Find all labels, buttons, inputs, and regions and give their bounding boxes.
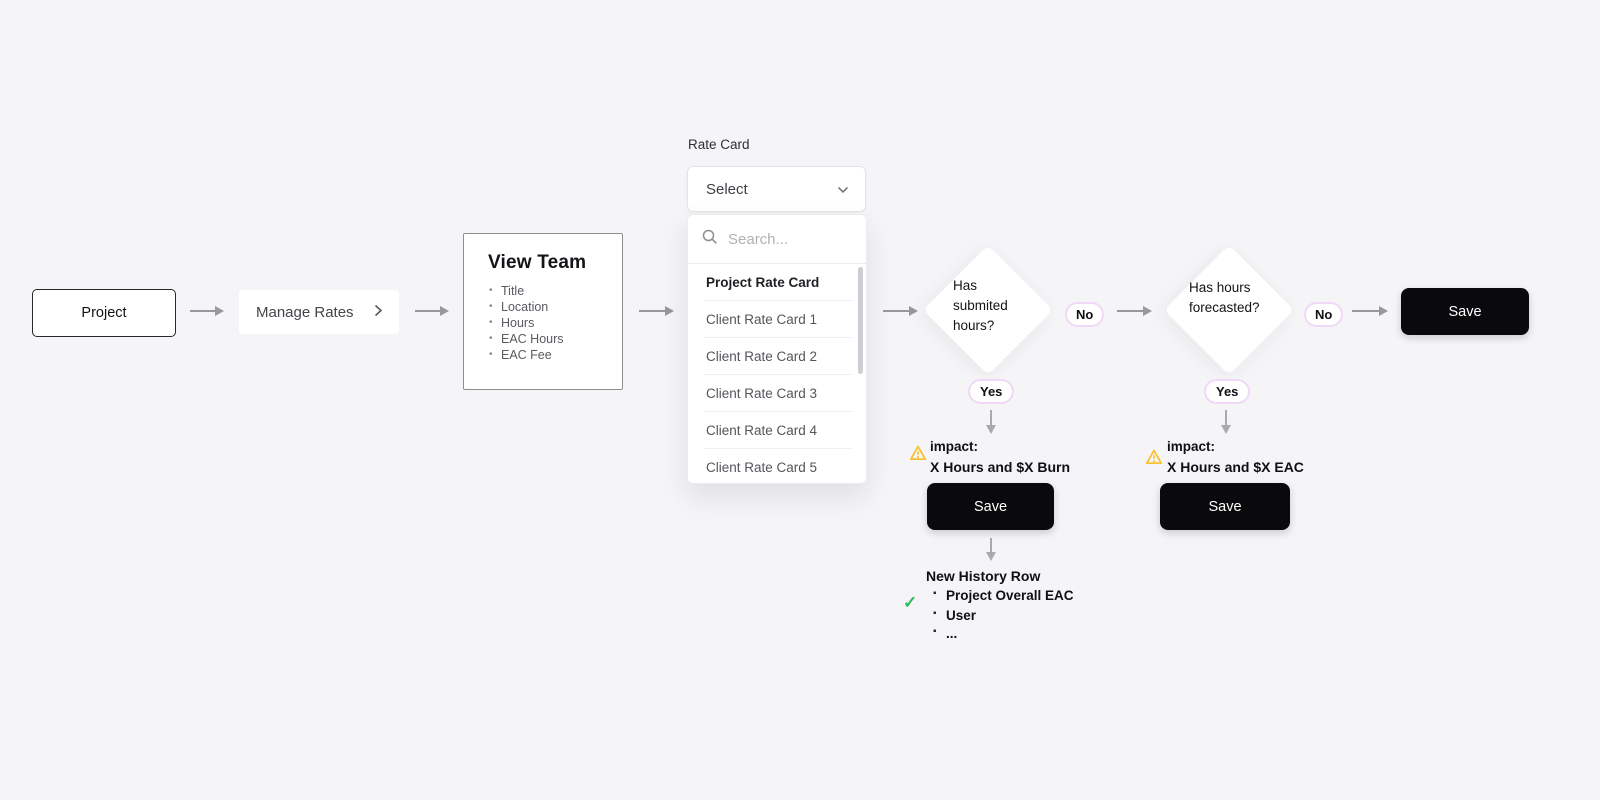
no-badge-forecasted: No <box>1304 302 1344 327</box>
no-badge-label: No <box>1315 307 1333 322</box>
decision-line: Has hours <box>1189 280 1251 295</box>
save-button-label: Save <box>1208 498 1242 515</box>
view-team-item: EAC Hours <box>488 331 612 347</box>
no-badge-label: No <box>1076 307 1094 322</box>
dropdown-scrollbar[interactable] <box>858 267 863 374</box>
view-team-item: EAC Fee <box>488 347 612 363</box>
rate-card-dropdown-panel: Project Rate Card Client Rate Card 1 Cli… <box>687 214 867 484</box>
arrow-decision1-to-decision2 <box>1117 306 1152 316</box>
manage-rates-label: Manage Rates <box>256 303 354 321</box>
check-icon: ✓ <box>903 593 918 612</box>
view-team-item: Location <box>488 299 612 315</box>
save-button-burn[interactable]: Save <box>927 483 1054 530</box>
rate-card-option[interactable]: Client Rate Card 4 <box>688 412 866 449</box>
warning-icon <box>909 445 927 466</box>
decision-submitted-question: Has submited hours? <box>953 276 1037 336</box>
rate-card-option-label: Client Rate Card 2 <box>706 349 818 364</box>
rate-card-option[interactable]: Client Rate Card 3 <box>688 375 866 412</box>
manage-rates-menu-item[interactable]: Manage Rates <box>239 290 399 334</box>
impact-detail-burn: X Hours and $X Burn <box>930 459 1071 475</box>
rate-card-option[interactable]: Client Rate Card 2 <box>688 338 866 375</box>
save-button-label: Save <box>973 498 1008 515</box>
rate-card-select-value: Select <box>706 180 748 198</box>
no-badge-submitted: No <box>1065 302 1105 327</box>
rate-card-option[interactable]: Client Rate Card 5 <box>688 449 866 483</box>
rate-card-option-label: Client Rate Card 5 <box>706 460 818 475</box>
arrow-yes2-to-impact <box>1221 410 1231 434</box>
decision-line: Has <box>953 278 978 293</box>
yes-badge-submitted: Yes <box>968 379 1015 404</box>
final-save-button[interactable]: Save <box>1401 288 1529 335</box>
rate-card-option[interactable]: Client Rate Card 1 <box>688 301 866 338</box>
impact-title-burn: impact: <box>930 439 979 454</box>
rate-card-select[interactable]: Select <box>687 166 866 212</box>
view-team-node: View Team Title Location Hours EAC Hours… <box>463 233 623 390</box>
decision-line: submited <box>953 298 1008 313</box>
project-node-label: Project <box>81 305 127 321</box>
save-button-eac[interactable]: Save <box>1160 483 1290 530</box>
history-item: Project Overall EAC <box>933 588 1074 603</box>
arrow-yes1-to-impact <box>986 410 996 434</box>
warning-icon <box>1145 449 1163 470</box>
rate-card-option-label: Project Rate Card <box>706 275 820 290</box>
arrow-viewteam-to-ratecard <box>639 306 674 316</box>
decision-line: forecasted? <box>1189 300 1260 315</box>
arrow-decision2-to-save <box>1352 306 1388 316</box>
arrow-ratecard-to-decision1 <box>883 306 918 316</box>
history-item: User <box>933 608 976 623</box>
rate-card-option[interactable]: Project Rate Card <box>688 264 866 301</box>
history-title: New History Row <box>926 568 1041 584</box>
impact-detail-eac: X Hours and $X EAC <box>1167 459 1304 475</box>
project-node: Project <box>32 289 176 337</box>
rate-card-search-input[interactable] <box>726 229 850 249</box>
chevron-down-icon <box>837 181 849 198</box>
yes-badge-forecasted: Yes <box>1204 379 1251 404</box>
save-button-label: Save <box>1448 303 1482 320</box>
view-team-item: Hours <box>488 315 612 331</box>
rate-card-option-label: Client Rate Card 3 <box>706 386 818 401</box>
rate-card-label: Rate Card <box>688 137 750 152</box>
yes-badge-label: Yes <box>980 384 1003 399</box>
rate-card-search-row <box>688 215 866 264</box>
chevron-right-icon <box>374 304 383 321</box>
decision-line: hours? <box>953 318 995 333</box>
view-team-title: View Team <box>488 252 587 273</box>
rate-card-option-label: Client Rate Card 4 <box>706 423 818 438</box>
arrow-project-to-manage <box>190 306 224 316</box>
arrow-manage-to-viewteam <box>415 306 449 316</box>
search-icon <box>702 229 718 250</box>
rate-card-option-label: Client Rate Card 1 <box>706 312 818 327</box>
arrow-save-to-history <box>986 538 996 561</box>
yes-badge-label: Yes <box>1216 384 1239 399</box>
view-team-list: Title Location Hours EAC Hours EAC Fee <box>488 283 612 363</box>
impact-title-eac: impact: <box>1167 439 1216 454</box>
history-item: ... <box>933 626 957 641</box>
decision-forecasted-question: Has hours forecasted? <box>1189 278 1279 318</box>
view-team-item: Title <box>488 283 612 299</box>
